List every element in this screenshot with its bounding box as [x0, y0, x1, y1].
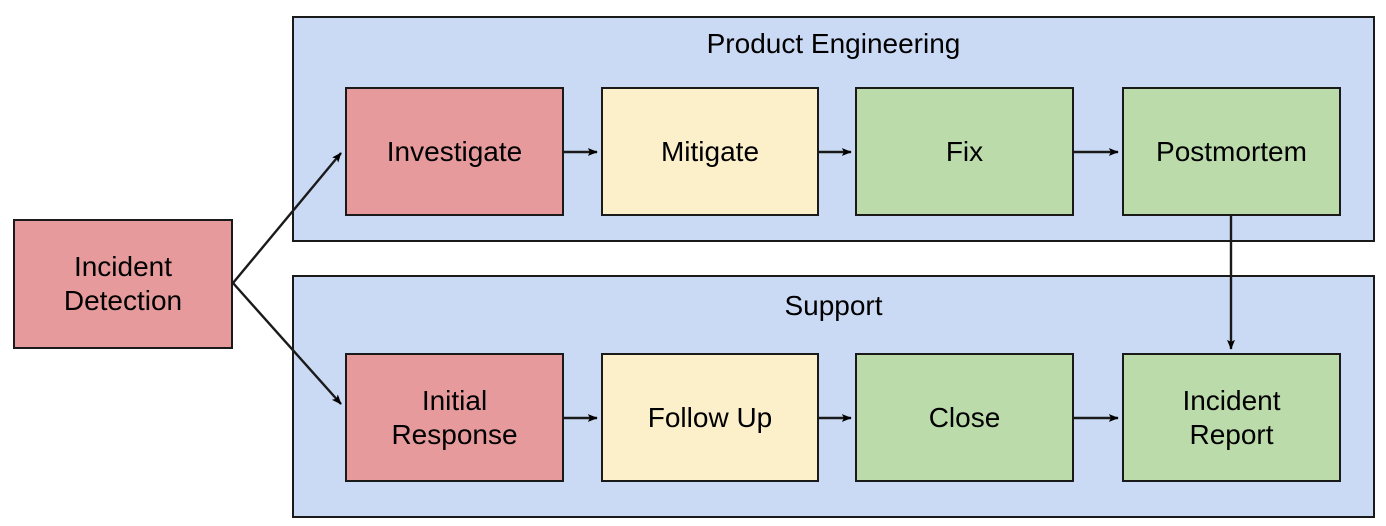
node-follow-up[interactable]: Follow Up — [601, 353, 819, 482]
node-label-investigate: Investigate — [386, 135, 523, 167]
node-fix[interactable]: Fix — [855, 87, 1074, 216]
swimlane-title-product-engineering: Product Engineering — [706, 28, 961, 59]
node-close[interactable]: Close — [855, 353, 1074, 482]
node-investigate[interactable]: Investigate — [345, 87, 564, 216]
node-label-follow-up: Follow Up — [647, 401, 773, 433]
node-label-incident-report: Incident Report — [1182, 384, 1281, 450]
node-incident-detection[interactable]: Incident Detection — [13, 219, 233, 349]
node-label-mitigate: Mitigate — [660, 135, 760, 167]
node-mitigate[interactable]: Mitigate — [601, 87, 819, 216]
node-label-incident-detection: Incident Detection — [63, 251, 183, 316]
node-incident-report[interactable]: Incident Report — [1122, 353, 1341, 482]
node-initial-response[interactable]: Initial Response — [345, 353, 564, 482]
node-postmortem[interactable]: Postmortem — [1122, 87, 1341, 216]
swimlane-title-support: Support — [784, 290, 883, 321]
node-label-postmortem: Postmortem — [1156, 135, 1307, 167]
node-label-close: Close — [928, 401, 1001, 433]
node-label-fix: Fix — [945, 135, 984, 167]
node-label-initial-response: Initial Response — [391, 384, 518, 450]
